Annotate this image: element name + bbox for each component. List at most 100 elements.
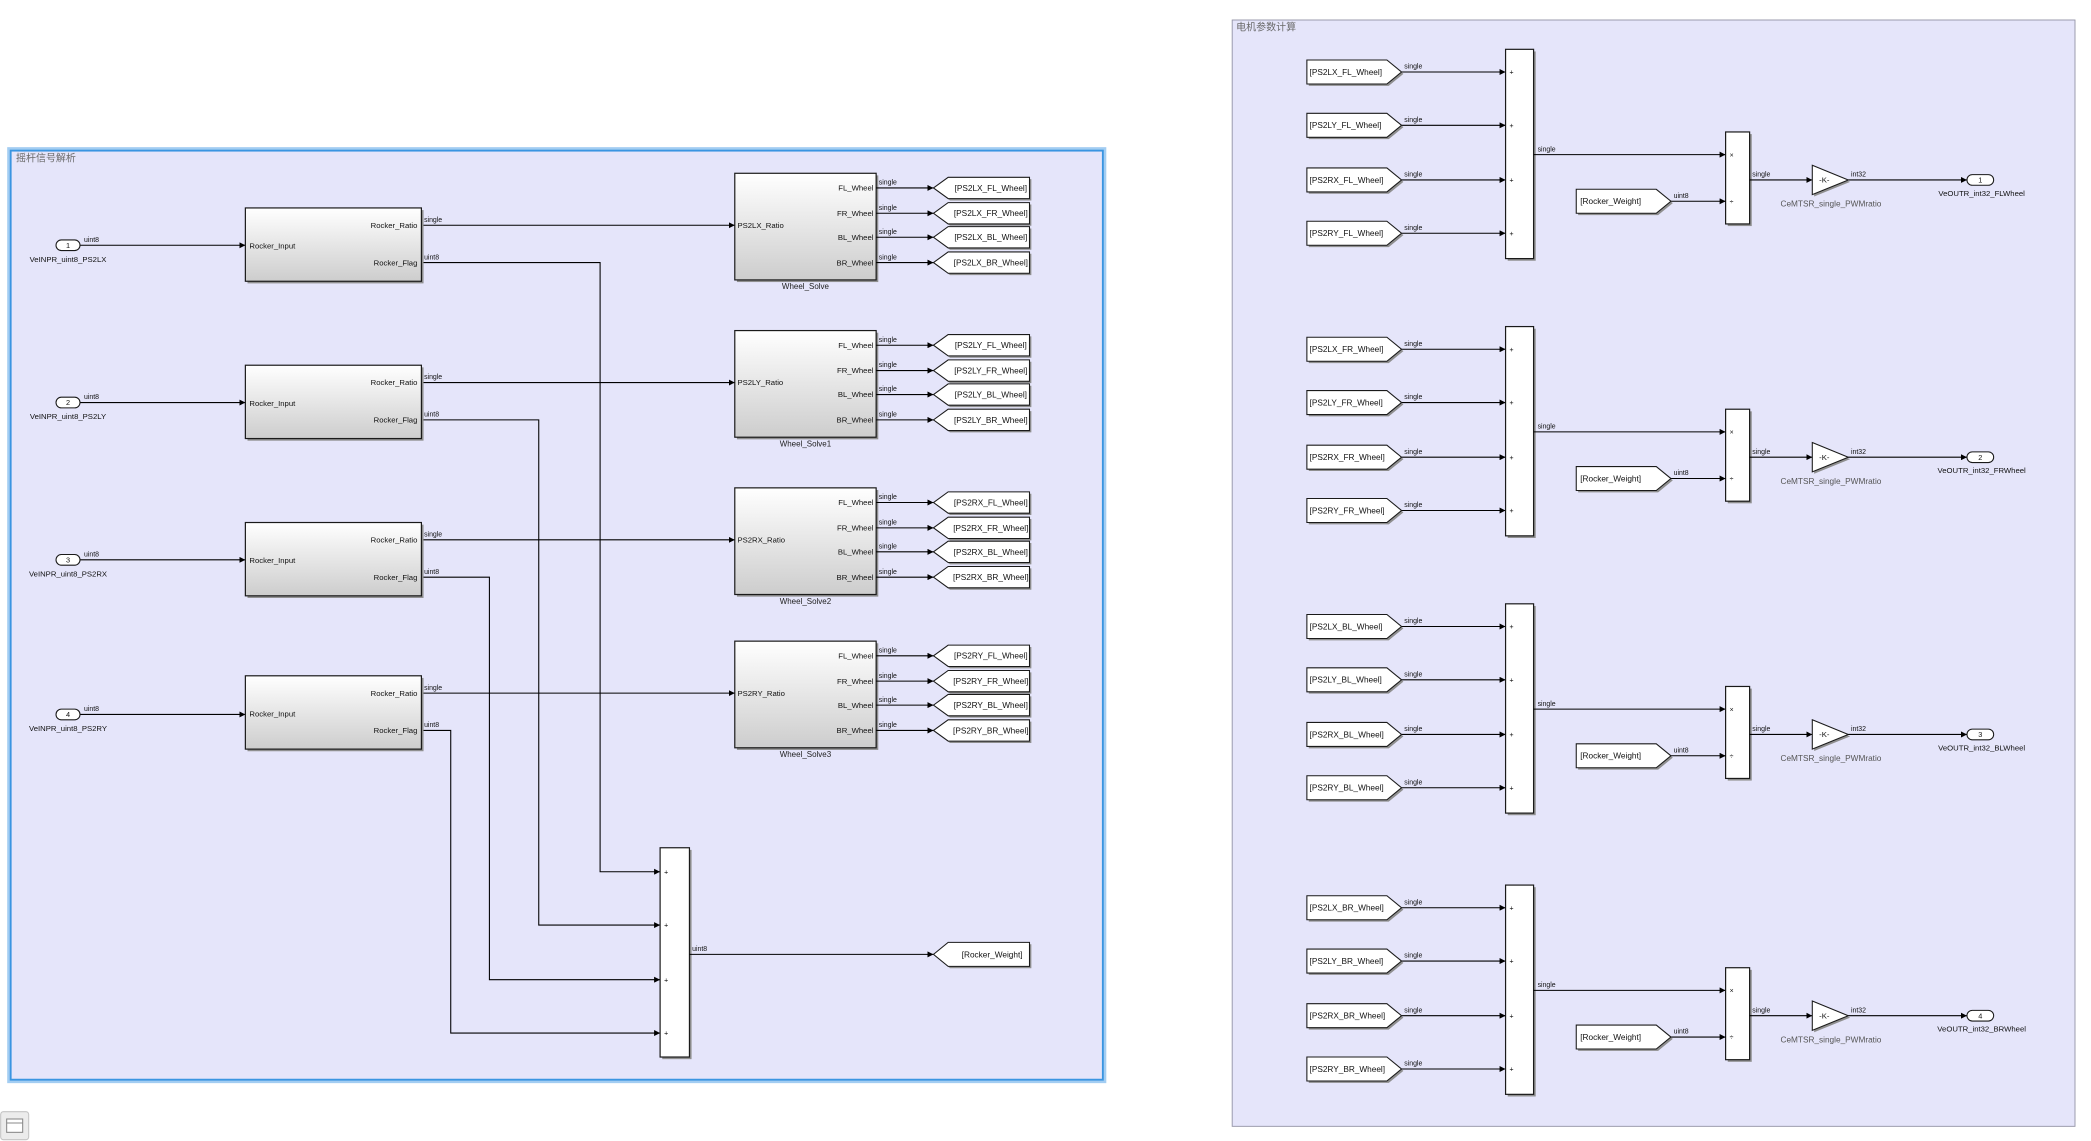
goto-body[interactable]: [932, 359, 1031, 382]
rocker-input-subsystem-3[interactable]: singleuint8Rocker_InputRocker_RatioRocke…: [244, 521, 735, 983]
from-rocker-weight[interactable]: [Rocker_Weight]: [1575, 1024, 1673, 1051]
goto-body[interactable]: [932, 644, 1031, 668]
from-body[interactable]: [1306, 497, 1403, 524]
wheel-solve-subsystem-1[interactable]: PS2LX_RatioWheel_SolveFL_Wheelsingle[PS2…: [734, 172, 1032, 291]
divide-product-block[interactable]: ×÷: [1725, 967, 1752, 1062]
from-body[interactable]: [1306, 667, 1403, 693]
flag-signal-line[interactable]: [421, 576, 661, 983]
product-body[interactable]: [1725, 408, 1751, 502]
rocker-input-subsystem-4[interactable]: singleuint8Rocker_InputRocker_RatioRocke…: [244, 675, 735, 1037]
goto-body[interactable]: [932, 565, 1031, 589]
from-body[interactable]: [1306, 775, 1403, 801]
corner-toggle-button[interactable]: [0, 1111, 30, 1141]
product-body[interactable]: [1725, 685, 1751, 780]
from-body[interactable]: [1306, 59, 1403, 85]
divide-product-block[interactable]: ×÷: [1725, 408, 1752, 504]
from-body[interactable]: [1306, 895, 1403, 921]
goto-block[interactable]: [PS2RY_FR_Wheel]: [932, 669, 1032, 694]
from-body[interactable]: [1575, 188, 1672, 214]
from-block[interactable]: [PS2RY_FL_Wheel]: [1306, 220, 1404, 248]
goto-block[interactable]: [PS2RY_BL_Wheel]: [932, 693, 1032, 718]
rocker-subsystem-body[interactable]: [244, 675, 423, 750]
rocker-input-subsystem-1[interactable]: singleuint8Rocker_InputRocker_RatioRocke…: [244, 207, 735, 875]
from-body[interactable]: [1306, 948, 1403, 974]
from-body[interactable]: [1306, 220, 1403, 246]
wheel-output-chain-3[interactable]: single[PS2LX_BL_Wheel]single[PS2LY_BL_Wh…: [1306, 603, 2026, 816]
flag-signal-line[interactable]: [421, 419, 661, 929]
goto-body[interactable]: [932, 251, 1031, 274]
wheel-sum-block[interactable]: ++++: [1504, 884, 1536, 1097]
wheel-solve-body[interactable]: [734, 329, 877, 438]
goto-block[interactable]: [PS2RX_FR_Wheel]: [932, 516, 1032, 541]
gain-block[interactable]: -K-CeMTSR_single_PWMratio: [1781, 718, 1882, 763]
goto-body[interactable]: [932, 226, 1031, 249]
from-block[interactable]: [PS2LX_FR_Wheel]: [1306, 336, 1404, 364]
from-block[interactable]: [PS2LY_FL_Wheel]: [1306, 112, 1404, 140]
goto-body[interactable]: [932, 334, 1031, 357]
from-body[interactable]: [1306, 336, 1403, 362]
goto-body[interactable]: [932, 408, 1031, 432]
goto-body[interactable]: [932, 491, 1031, 514]
goto-body[interactable]: [932, 941, 1031, 967]
goto-body[interactable]: [932, 516, 1031, 540]
from-rocker-weight[interactable]: [Rocker_Weight]: [1575, 743, 1673, 770]
from-body[interactable]: [1306, 390, 1403, 416]
gain-body[interactable]: [1811, 1000, 1850, 1032]
divide-product-block[interactable]: ×÷: [1725, 131, 1752, 227]
from-rocker-weight[interactable]: [Rocker_Weight]: [1575, 465, 1673, 493]
wheel-solve-subsystem-4[interactable]: PS2RY_RatioWheel_Solve3FL_Wheelsingle[PS…: [734, 640, 1032, 759]
wheel-output-chain-2[interactable]: single[PS2LX_FR_Wheel]single[PS2LY_FR_Wh…: [1306, 325, 2026, 538]
goto-block[interactable]: [PS2LY_FL_Wheel]: [932, 334, 1032, 358]
gain-body[interactable]: [1811, 718, 1850, 750]
outport-oval[interactable]: [1966, 728, 1995, 741]
inport-oval[interactable]: [55, 239, 81, 252]
gain-body[interactable]: [1811, 441, 1850, 473]
motor-parameter-calc-area[interactable]: 电机参数计算single[PS2LX_FL_Wheel]single[PS2LY…: [1231, 19, 2076, 1127]
goto-block[interactable]: [PS2RY_BR_Wheel]: [932, 719, 1032, 743]
gain-block[interactable]: -K-CeMTSR_single_PWMratio: [1781, 1000, 1882, 1044]
outport-oval[interactable]: [1966, 451, 1995, 464]
divide-product-block[interactable]: ×÷: [1725, 685, 1752, 781]
rocker-input-subsystem-2[interactable]: singleuint8Rocker_InputRocker_RatioRocke…: [244, 364, 735, 929]
from-block[interactable]: [PS2LY_BL_Wheel]: [1306, 667, 1404, 694]
from-block[interactable]: [PS2RY_BR_Wheel]: [1306, 1056, 1404, 1083]
wheel-output-chain-4[interactable]: single[PS2LX_BR_Wheel]single[PS2LY_BR_Wh…: [1306, 884, 2026, 1097]
from-block[interactable]: [PS2LX_BL_Wheel]: [1306, 613, 1404, 641]
goto-block[interactable]: [PS2LX_BL_Wheel]: [932, 226, 1032, 250]
sum-body[interactable]: [1504, 48, 1535, 260]
inport-oval[interactable]: [55, 553, 81, 566]
goto-block[interactable]: [PS2LX_BR_Wheel]: [932, 251, 1032, 276]
goto-body[interactable]: [932, 383, 1031, 406]
goto-rocker-weight[interactable]: [Rocker_Weight]: [932, 941, 1032, 969]
gain-body[interactable]: [1811, 164, 1850, 196]
rocker-subsystem-body[interactable]: [244, 521, 423, 597]
inport-oval[interactable]: [55, 708, 81, 721]
from-block[interactable]: [PS2RY_FR_Wheel]: [1306, 497, 1404, 525]
goto-block[interactable]: [PS2LY_BR_Wheel]: [932, 408, 1032, 433]
from-body[interactable]: [1575, 743, 1672, 769]
goto-body[interactable]: [932, 176, 1031, 200]
area-background[interactable]: [9, 149, 1104, 1081]
from-block[interactable]: [PS2LX_BR_Wheel]: [1306, 895, 1404, 922]
from-block[interactable]: [PS2RY_BL_Wheel]: [1306, 775, 1404, 802]
outport-oval[interactable]: [1966, 174, 1995, 186]
rocker-subsystem-body[interactable]: [244, 207, 423, 282]
goto-block[interactable]: [PS2LX_FL_Wheel]: [932, 176, 1032, 201]
from-body[interactable]: [1306, 167, 1403, 193]
from-block[interactable]: [PS2RX_FR_Wheel]: [1306, 444, 1404, 472]
wheel-solve-subsystem-2[interactable]: PS2LY_RatioWheel_Solve1FL_Wheelsingle[PS…: [734, 329, 1032, 449]
from-block[interactable]: [PS2RX_BL_Wheel]: [1306, 721, 1404, 749]
gain-block[interactable]: -K-CeMTSR_single_PWMratio: [1781, 164, 1882, 209]
from-body[interactable]: [1575, 465, 1672, 492]
inport-oval[interactable]: [55, 396, 81, 409]
from-body[interactable]: [1306, 112, 1403, 138]
goto-block[interactable]: [PS2RY_FL_Wheel]: [932, 644, 1032, 669]
from-rocker-weight[interactable]: [Rocker_Weight]: [1575, 188, 1673, 216]
goto-body[interactable]: [932, 540, 1031, 564]
from-block[interactable]: [PS2LX_FL_Wheel]: [1306, 59, 1404, 86]
